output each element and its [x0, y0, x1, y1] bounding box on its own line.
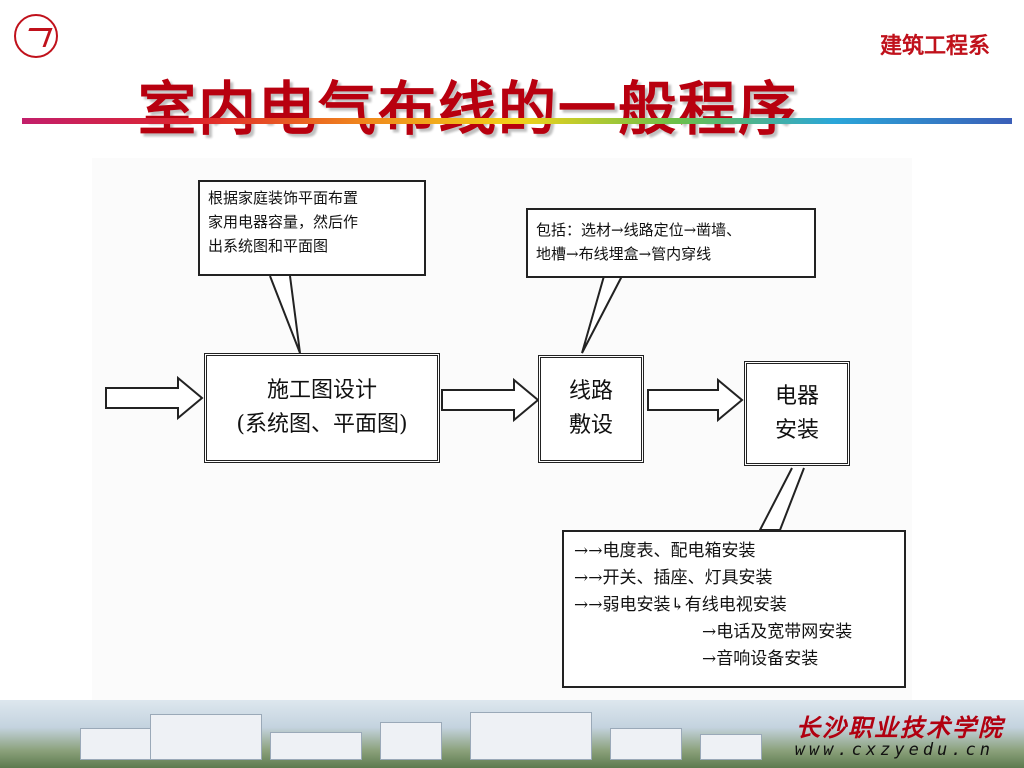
campus-building-illustration: [470, 712, 592, 760]
flowchart-diagram: 根据家庭装饰平面布置 家用电器容量，然后作 出系统图和平面图 包括：选材→线路定…: [92, 158, 912, 703]
box-install-line-1: 电器: [775, 380, 819, 414]
install-items-list: →→电度表、配电箱安装 →→开关、插座、灯具安装 →→弱电安装↳有线电视安装 →…: [562, 530, 906, 688]
entry-arrow: [106, 378, 202, 418]
weak-current-item-3: 音响设备安装: [716, 649, 818, 669]
campus-building-illustration: [700, 734, 762, 760]
callout-pointer-wiring: [582, 276, 622, 353]
note-wiring-line-2: 地槽→布线埋盒→管内穿线: [536, 242, 806, 266]
note-design-line-1: 根据家庭装饰平面布置: [208, 186, 416, 210]
install-item-1: →→电度表、配电箱安装: [574, 538, 894, 565]
box-design-line-1: 施工图设计: [267, 374, 377, 408]
callout-pointer-design: [270, 276, 300, 353]
weak-current-item-1: 有线电视安装: [685, 595, 787, 615]
weak-current-row-2: →电话及宽带网安装: [574, 619, 894, 646]
note-wiring-line-1: 包括：选材→线路定位→凿墙、: [536, 218, 806, 242]
campus-building-illustration: [150, 714, 262, 760]
slide-title: 室内电气布线的一般程序: [138, 62, 798, 146]
install-item-2: →→开关、插座、灯具安装: [574, 565, 894, 592]
box-construction-design: 施工图设计 (系统图、平面图): [204, 353, 440, 463]
install-item-1-label: 电度表、配电箱安装: [603, 541, 756, 561]
note-design-line-3: 出系统图和平面图: [208, 234, 416, 258]
weak-current-row-3: →音响设备安装: [574, 646, 894, 673]
branch-arrow-icon: →: [702, 649, 716, 669]
department-label: 建筑工程系: [880, 28, 990, 60]
box-wiring-line-2: 敷设: [569, 409, 613, 443]
note-wiring-steps: 包括：选材→线路定位→凿墙、 地槽→布线埋盒→管内穿线: [526, 208, 816, 278]
weak-current-item-2: 电话及宽带网安装: [716, 622, 852, 642]
arrow-icon: →→: [574, 541, 603, 561]
box-design-line-2: (系统图、平面图): [236, 408, 407, 442]
arrow-wiring-to-install: [648, 380, 742, 420]
arrow-design-to-wiring: [442, 380, 538, 420]
school-url: www.cxzyedu.cn: [795, 740, 994, 760]
title-divider: [22, 118, 1012, 124]
box-install-line-2: 安装: [775, 414, 819, 448]
campus-building-illustration: [380, 722, 442, 760]
install-item-3: →→弱电安装↳有线电视安装: [574, 592, 894, 619]
arrow-icon: →→: [574, 568, 603, 588]
branch-arrow-icon: ↳: [671, 595, 685, 615]
college-logo-icon: [14, 14, 58, 58]
note-design-line-2: 家用电器容量，然后作: [208, 210, 416, 234]
school-name-calligraphy: 长沙职业技术学院: [796, 708, 1004, 743]
branch-arrow-icon: →: [702, 622, 716, 642]
box-appliance-install: 电器 安装: [744, 361, 850, 466]
box-line-laying: 线路 敷设: [538, 355, 644, 463]
campus-building-illustration: [610, 728, 682, 760]
note-design-basis: 根据家庭装饰平面布置 家用电器容量，然后作 出系统图和平面图: [198, 180, 426, 276]
arrow-icon: →→: [574, 595, 603, 615]
install-item-3-label: 弱电安装: [603, 595, 671, 615]
callout-pointer-install: [760, 468, 804, 530]
campus-building-illustration: [270, 732, 362, 760]
campus-building-illustration: [80, 728, 152, 760]
box-wiring-line-1: 线路: [569, 375, 613, 409]
install-item-2-label: 开关、插座、灯具安装: [603, 568, 773, 588]
